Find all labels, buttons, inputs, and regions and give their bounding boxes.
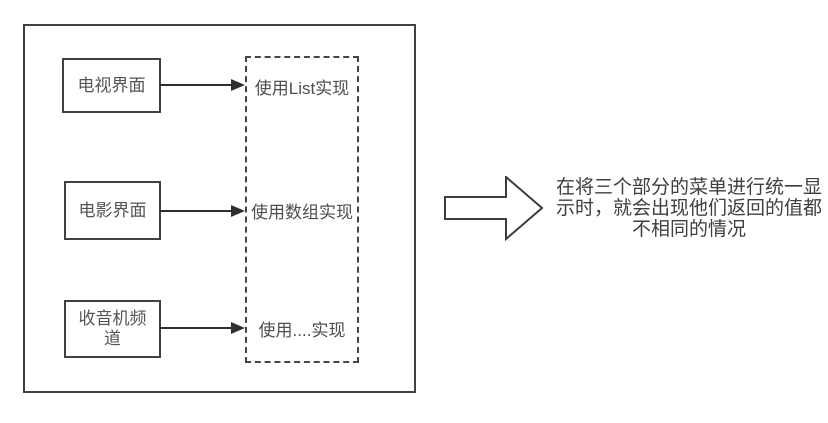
box-radio-channel-label: 收音机频道 — [78, 309, 147, 348]
note-line-2: 示时，就会出现他们返回的值都 — [555, 198, 822, 219]
box-radio-channel: 收音机频道 — [64, 300, 161, 358]
system-outer-box — [23, 24, 416, 393]
implementations-dashed-box — [245, 56, 359, 363]
impl-label-array: 使用数组实现 — [251, 203, 353, 222]
box-tv-interface: 电视界面 — [62, 58, 161, 113]
box-movie-interface: 电影界面 — [64, 181, 161, 240]
impl-label-other: 使用....实现 — [258, 321, 346, 340]
box-tv-interface-label: 电视界面 — [77, 75, 146, 95]
note-line-1: 在将三个部分的菜单进行统一显 — [555, 177, 822, 198]
arrow-tv-to-list-icon — [160, 79, 245, 91]
arrow-radio-to-other-icon — [160, 322, 245, 334]
arrow-movie-to-array-icon — [160, 205, 245, 217]
note-text: 在将三个部分的菜单进行统一显 示时，就会出现他们返回的值都 不相同的情况 — [550, 177, 828, 240]
big-right-arrow-icon — [444, 176, 544, 241]
box-movie-interface-label: 电影界面 — [78, 200, 147, 220]
note-line-3: 不相同的情况 — [631, 219, 746, 240]
impl-label-list: 使用List实现 — [254, 79, 350, 98]
